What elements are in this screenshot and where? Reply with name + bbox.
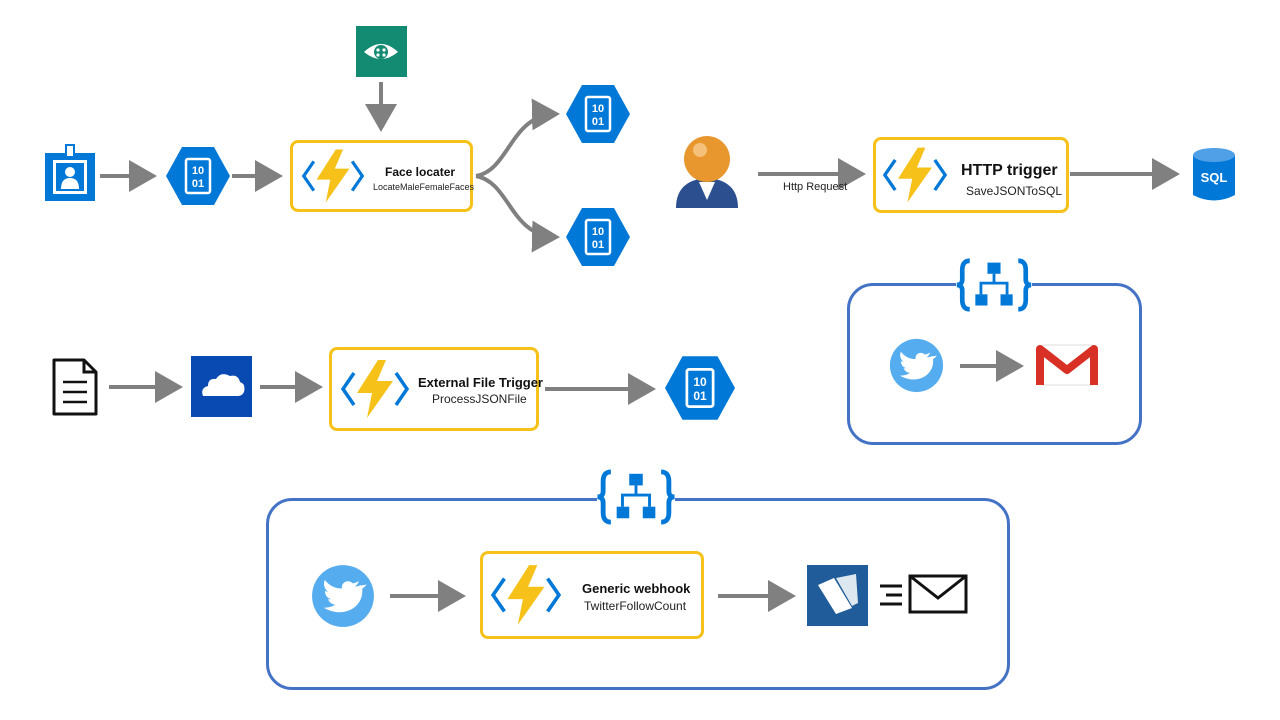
sql-database-icon: SQL — [1193, 148, 1235, 201]
document-icon — [52, 358, 98, 416]
function-box-external-file[interactable]: External File Trigger ProcessJSONFile — [329, 347, 543, 431]
function-box-face-locater[interactable]: Face locater LocateMaleFemaleFaces — [290, 140, 475, 212]
blob-icon — [166, 147, 230, 205]
eye-icon — [356, 26, 407, 77]
arrow — [475, 98, 560, 178]
logic-app-icon — [956, 257, 1032, 313]
blob-icon — [566, 208, 630, 266]
function-subtitle: SaveJSONToSQL — [966, 184, 1063, 198]
function-title: Generic webhook — [582, 581, 691, 596]
onedrive-icon — [191, 356, 252, 417]
function-title: External File Trigger — [418, 375, 543, 390]
badge-icon — [45, 144, 95, 201]
function-subtitle: LocateMaleFemaleFaces — [373, 182, 475, 192]
blob-icon — [665, 356, 735, 420]
function-box-http-trigger[interactable]: HTTP trigger SaveJSONToSQL — [873, 137, 1069, 213]
function-box-generic-webhook[interactable]: Generic webhook TwitterFollowCount — [480, 551, 704, 639]
http-request-label: Http Request — [783, 181, 848, 193]
function-title: HTTP trigger — [961, 162, 1058, 179]
dynamics-icon — [807, 565, 868, 626]
user-icon — [676, 136, 738, 208]
function-subtitle: ProcessJSONFile — [432, 392, 527, 406]
gmail-icon — [1036, 344, 1098, 386]
function-subtitle: TwitterFollowCount — [584, 599, 687, 613]
blob-icon — [566, 85, 630, 143]
send-mail-icon — [880, 574, 968, 614]
svg-text:SQL: SQL — [1201, 170, 1228, 185]
arrow — [475, 174, 560, 253]
logic-app-icon — [597, 468, 675, 526]
function-title: Face locater — [385, 165, 456, 179]
